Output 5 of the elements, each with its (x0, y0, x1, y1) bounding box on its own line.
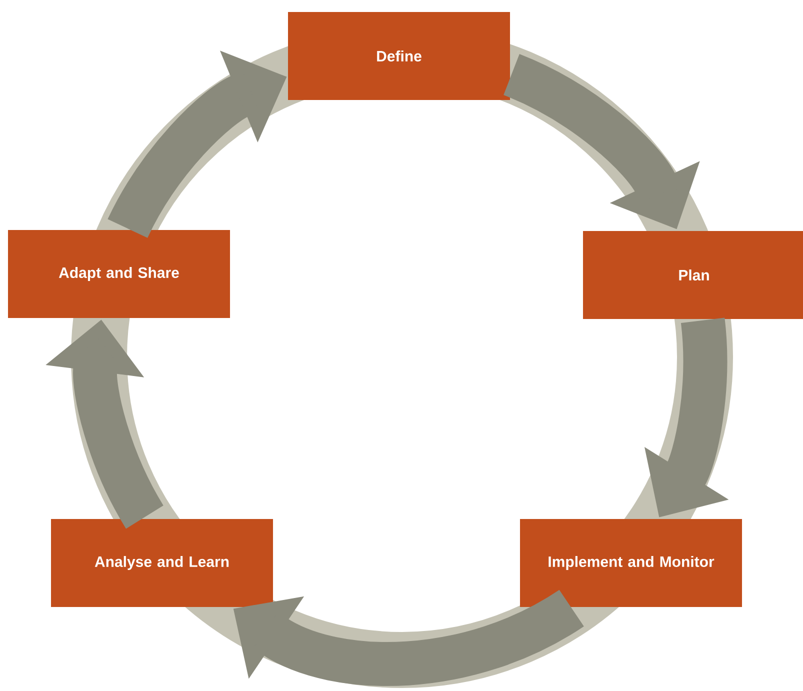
process-box: Analyse and Learn (51, 519, 273, 607)
process-box: Implement and Monitor (520, 519, 742, 607)
process-box: Adapt and Share (8, 230, 230, 318)
process-box: Define (288, 12, 510, 100)
process-box: Plan (583, 231, 803, 319)
